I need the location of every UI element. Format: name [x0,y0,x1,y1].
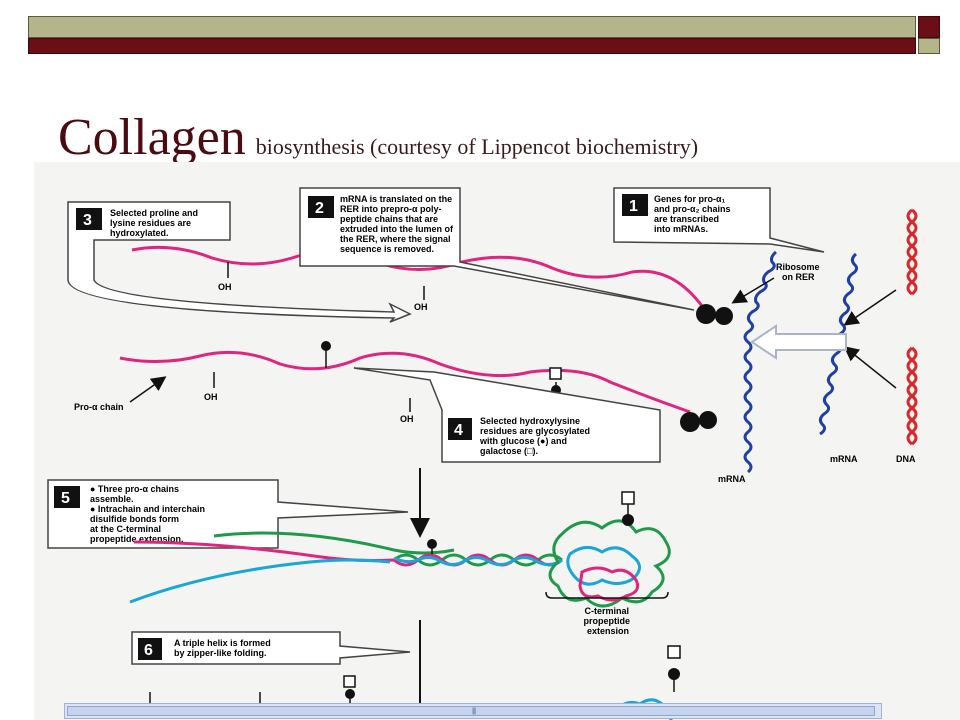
c-terminal-label: C-terminal propeptide extension [583,606,632,636]
pro-alpha-chain-1 [131,245,704,307]
dna-helix-top [906,208,918,296]
step-1-number: 1 [629,198,638,215]
slide-title-subtitle: biosynthesis (courtesy of Lippencot bioc… [255,134,699,159]
step-4-number: 4 [454,422,463,439]
oh-group-4: OH [400,398,414,424]
oh-label: OH [218,282,232,292]
ribosome-top [696,304,733,325]
header-olive-square [918,38,940,54]
oh-group-2: OH [414,286,428,312]
slide-title: Collagen biosynthesis (courtesy of Lippe… [58,108,698,167]
dna-helix-bottom [906,346,918,446]
step-3-number: 3 [83,212,92,229]
step-5-number: 5 [61,490,70,507]
collagen-diagram-svg: OH OH OH OH Ribosome on RER Pro-α chain … [47,187,918,720]
step-6-number: 6 [144,642,153,659]
step-3-callout: 3 Selected proline and lysine residues a… [67,201,412,323]
glucose-marker [321,341,331,368]
oh-label: OH [414,302,428,312]
dna-label: DNA [896,454,916,464]
step-3-text: Selected proline and lysine residues are… [110,208,201,238]
scrollbar-grip-icon: |||| [472,708,476,715]
step-5-text: ● Three pro-α chains assemble. ● Intrach… [90,484,207,544]
header-maroon-square [918,16,940,38]
step-2-callout: 2 mRNA is translated on the RER into pre… [299,187,695,311]
arrow-ribosome [731,277,775,304]
oh-label: OH [204,392,218,402]
ribosome-label-2: on RER [782,272,815,282]
arrow-dna-to-mrna-bottom [843,346,897,389]
ribosome-label-1: Ribosome [776,262,820,272]
mrna-label-right: mRNA [830,454,858,464]
step-4-callout: 4 Selected hydroxylysine residues are gl… [353,367,661,463]
oh-label: OH [400,414,414,424]
slide-title-main: Collagen [58,109,246,166]
step-5-callout: 5 ● Three pro-α chains assemble. ● Intra… [47,479,409,549]
arrow-dna-to-mrna-top [843,289,897,326]
step-2-number: 2 [315,200,324,217]
step-2-text: mRNA is translated on the RER into prepr… [340,194,456,254]
pro-alpha-chain-2 [119,350,691,414]
mrna-strand-rer [743,250,777,474]
header-maroon-strip [28,38,916,54]
pro-alpha-chain-label: Pro-α chain [74,402,124,412]
mrna-label-bottom: mRNA [718,474,746,484]
collagen-diagram: OH OH OH OH Ribosome on RER Pro-α chain … [34,162,960,720]
oh-group-1: OH [218,262,232,292]
step-6-text: A triple helix is formed by zipper-like … [174,638,273,658]
scrollbar-thumb[interactable]: |||| [67,706,875,716]
ribosome-bottom [680,411,717,432]
c-terminal-globule [545,491,671,608]
oh-group-3: OH [204,372,218,402]
horizontal-scrollbar[interactable]: |||| [64,703,882,719]
bottom-glycosylation-marker [343,675,356,708]
step-1-text: Genes for pro-α₁ and pro-α₂ chains are t… [654,194,733,234]
header-olive-strip [28,16,916,38]
transport-arrow [750,324,847,360]
arrow-pro-alpha [129,376,167,403]
slide-header-bar [28,16,942,56]
step-6-callout: 6 A triple helix is formed by zipper-lik… [131,631,411,665]
step-1-callout: 1 Genes for pro-α₁ and pro-α₂ chains are… [613,187,825,253]
step-4-text: Selected hydroxylysine residues are glyc… [479,416,593,456]
triple-helix-assembly [129,531,563,604]
